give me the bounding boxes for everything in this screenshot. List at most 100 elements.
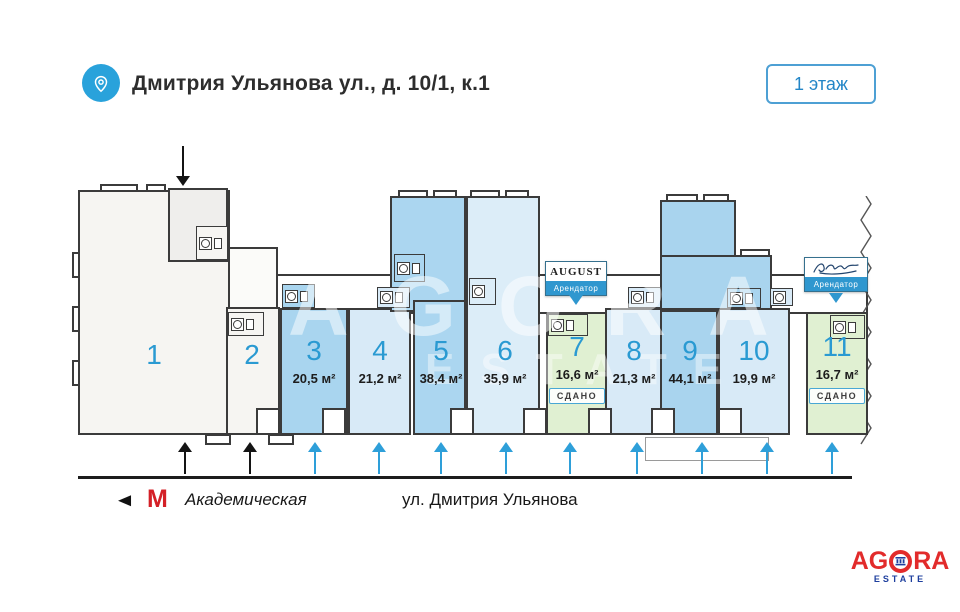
metro-icon: М <box>147 485 168 513</box>
bathroom-unit-7 <box>548 314 588 336</box>
tenant-signature-icon <box>805 258 867 277</box>
arrow-stem <box>182 146 184 176</box>
arrowhead-icon <box>695 442 709 452</box>
toilet-icon <box>646 292 654 303</box>
sink-icon <box>631 291 644 304</box>
entrance-arrow-blue <box>434 442 448 474</box>
tenant-pointer-icon <box>829 293 843 303</box>
arrowhead-icon <box>499 442 513 452</box>
window-tab <box>523 408 547 435</box>
arrowhead-icon <box>178 442 192 452</box>
tenant-name: AUGUST <box>550 265 602 278</box>
arrowhead-icon <box>434 442 448 452</box>
arrowhead-icon <box>563 442 577 452</box>
arrowhead-icon <box>372 442 386 452</box>
arrow-stem <box>636 452 638 474</box>
arrowhead-icon <box>176 176 190 186</box>
arrow-stem <box>505 452 507 474</box>
tenant-role: Арендатор <box>805 277 867 291</box>
entrance-arrow-blue <box>563 442 577 474</box>
window-tab <box>256 408 280 435</box>
sink-icon <box>551 318 564 332</box>
arrowhead-icon <box>243 442 257 452</box>
bathroom-unit-9 <box>727 288 761 308</box>
window-tab <box>651 408 675 435</box>
window-tab <box>268 434 294 445</box>
tenant-label-signature: Арендатор <box>804 257 868 292</box>
window-tab <box>205 434 231 445</box>
arrow-stem <box>831 452 833 474</box>
window-tab <box>72 360 80 386</box>
sink-icon <box>199 236 212 250</box>
arrow-stem <box>378 452 380 474</box>
entrance-arrow-blue <box>695 442 709 474</box>
window-tab <box>146 184 166 192</box>
logo-text-right: RA <box>913 547 950 575</box>
street-name: ул. Дмитрия Ульянова <box>402 490 578 509</box>
window-tab <box>666 194 698 202</box>
sink-icon <box>397 261 410 275</box>
arrowhead-icon <box>308 442 322 452</box>
agora-estate-logo: AG RA ESTATE <box>850 547 950 585</box>
logo-text-left: AG <box>850 547 889 575</box>
window-tab <box>718 408 742 435</box>
window-tab <box>433 190 457 198</box>
toilet-icon <box>300 290 308 302</box>
arrow-stem <box>440 452 442 474</box>
sink-icon <box>773 290 786 304</box>
entrance-arrow-blue <box>308 442 322 474</box>
sink-icon <box>833 320 846 334</box>
sink-icon <box>285 289 298 303</box>
metro-station-name: Академическая <box>185 490 307 509</box>
logo-building-icon <box>889 549 913 573</box>
window-tab <box>322 408 346 435</box>
logo-subtitle: ESTATE <box>873 574 927 584</box>
window-tab <box>100 184 138 192</box>
street-line <box>78 476 852 479</box>
entrance-arrow-blue <box>499 442 513 474</box>
bathroom-unit-2 <box>228 312 264 336</box>
bathroom-unit-3 <box>282 284 315 308</box>
window-tab <box>72 252 80 278</box>
bathroom-unit-1 <box>196 226 228 260</box>
arrow-stem <box>569 452 571 474</box>
metro-direction-arrow-icon: ◀ <box>118 491 132 508</box>
sink-icon <box>380 291 393 304</box>
window-tab <box>588 408 612 435</box>
bathroom-unit-5 <box>394 254 425 282</box>
unit-4-room <box>348 308 411 435</box>
floor-selector-badge[interactable]: 1 этаж <box>766 64 876 104</box>
tenant-role: Арендатор <box>546 281 606 295</box>
toilet-icon <box>214 237 222 249</box>
arrowhead-icon <box>825 442 839 452</box>
toilet-icon <box>246 318 254 330</box>
toilet-icon <box>848 321 856 333</box>
sink-icon <box>231 317 244 331</box>
unit-9-room <box>660 310 718 435</box>
arrowhead-icon <box>630 442 644 452</box>
arrow-stem <box>766 452 768 474</box>
bathroom-unit-6 <box>469 278 496 305</box>
arrow-stem <box>314 452 316 474</box>
entrance-arrow-black <box>178 442 192 474</box>
toilet-icon <box>395 292 403 303</box>
location-pin-icon <box>82 64 120 102</box>
arrow-stem <box>249 452 251 474</box>
tenant-label-august: AUGUST Арендатор <box>545 261 607 296</box>
arrowhead-icon <box>760 442 774 452</box>
sink-icon <box>472 285 485 298</box>
window-tab <box>470 190 500 198</box>
arrow-stem <box>184 452 186 474</box>
window-tab <box>72 306 80 332</box>
entrance-arrow-blue <box>630 442 644 474</box>
window-tab <box>740 249 770 257</box>
sink-icon <box>730 291 743 305</box>
entrance-arrow-top <box>176 146 190 186</box>
toilet-icon <box>566 319 574 331</box>
window-tab <box>398 190 428 198</box>
tenant-pointer-icon <box>569 295 583 305</box>
entrance-arrow-black <box>243 442 257 474</box>
entrance-arrow-blue <box>760 442 774 474</box>
